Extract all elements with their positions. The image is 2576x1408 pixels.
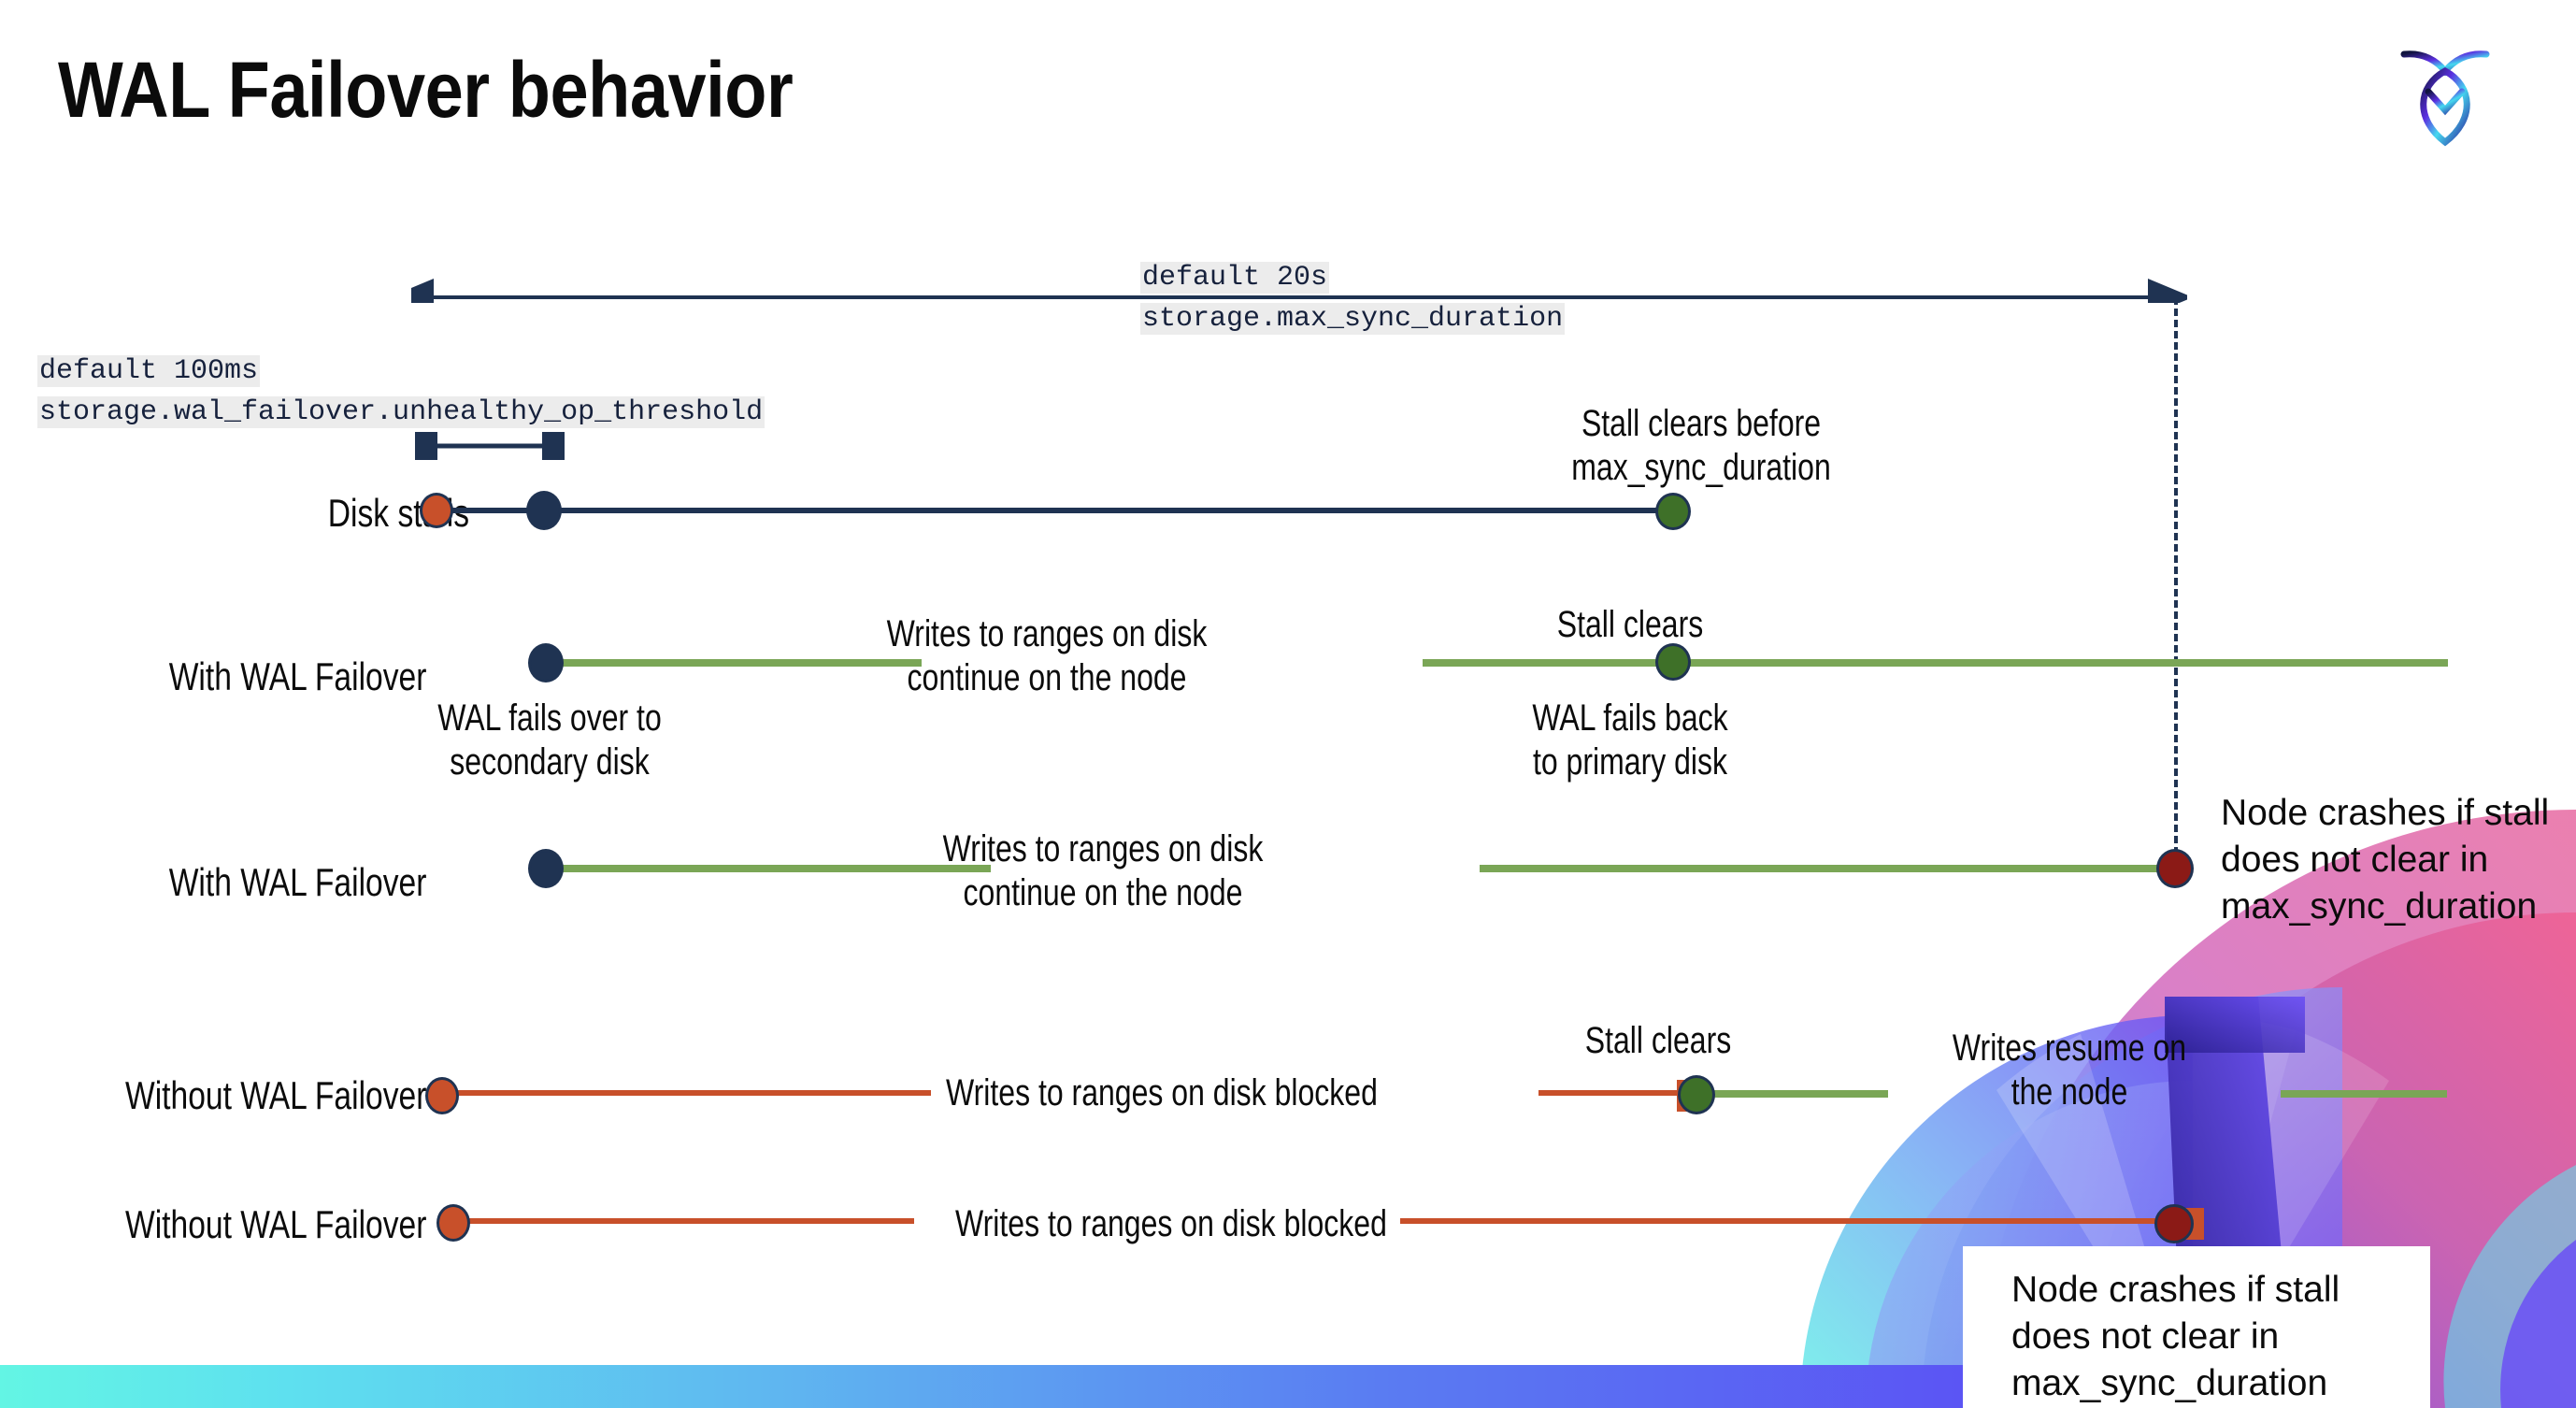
with-wal-failover-2-crash-dot bbox=[2156, 849, 2194, 888]
disk-stall-clear-dot bbox=[1655, 493, 1691, 530]
without-wal-failover-1-track-a bbox=[1710, 1090, 1888, 1098]
with-wal-failover-2-mid-note-line2: continue on the node bbox=[963, 872, 1243, 914]
without-wal-failover-1-blocked-arrow bbox=[441, 1080, 1697, 1112]
without-wal-failover-1-clear-dot bbox=[1678, 1075, 1715, 1114]
with-wal-failover-2-track-b bbox=[1480, 865, 2176, 872]
without-wal-failover-2-blocked-arrow bbox=[452, 1208, 2204, 1240]
with-wal-failover-1-start-note-line1: WAL fails over to bbox=[437, 697, 662, 739]
without-wal-failover-1-track-b bbox=[2281, 1090, 2447, 1098]
with-wal-failover-1-mid-note: Writes to ranges on disk continue on the… bbox=[823, 612, 1271, 700]
with-wal-failover-1-start-note-line2: secondary disk bbox=[450, 741, 650, 783]
with-wal-failover-2-track-a bbox=[548, 865, 991, 872]
with-wal-failover-1-below-note-line1: WAL fails back bbox=[1532, 697, 1728, 739]
bottom-accent-bar bbox=[0, 1365, 2047, 1408]
without-wal-failover-1-above-note: Stall clears bbox=[1584, 1020, 1732, 1061]
disk-stalls-note-line2: max_sync_duration bbox=[1571, 447, 1831, 489]
unhealthy-default-label: default 100ms bbox=[37, 355, 261, 387]
row-label-with-wal-failover-1: With WAL Failover bbox=[168, 654, 427, 698]
max-sync-duration-guide-line bbox=[2174, 297, 2178, 877]
max-sync-duration-arrow bbox=[411, 279, 2187, 303]
disk-stall-start-dot bbox=[420, 493, 453, 528]
with-wal-failover-1-below-note: WAL fails back to primary disk bbox=[1458, 697, 1802, 784]
with-wal-failover-2-crash-note-line3: max_sync_duration bbox=[2221, 885, 2538, 927]
max-sync-default-label: default 20s bbox=[1140, 262, 1330, 294]
without-wal-failover-1-start-dot bbox=[425, 1077, 459, 1114]
with-wal-failover-2-crash-note: Node crashes if stall does not clear in … bbox=[2221, 790, 2549, 930]
without-wal-failover-1-right-note-line2: the node bbox=[2011, 1071, 2128, 1113]
with-wal-failover-1-below-note-line2: to primary disk bbox=[1532, 741, 1728, 783]
with-wal-failover-1-mid-note-line2: continue on the node bbox=[907, 657, 1187, 699]
without-wal-failover-2-crash-note: Node crashes if stall does not clear in … bbox=[2011, 1267, 2340, 1407]
without-wal-failover-1-right-note: Writes resume on the node bbox=[1897, 1027, 2241, 1114]
with-wal-failover-1-start-note: WAL fails over to secondary disk bbox=[374, 697, 725, 784]
unhealthy-threshold-arrow bbox=[415, 432, 565, 460]
with-wal-failover-2-crash-note-line1: Node crashes if stall bbox=[2221, 793, 2550, 833]
with-wal-failover-1-above-note: Stall clears bbox=[1556, 604, 1704, 645]
row-label-without-wal-failover-2: Without WAL Failover bbox=[125, 1202, 427, 1246]
with-wal-failover-1-mid-note-line1: Writes to ranges on disk bbox=[886, 613, 1208, 654]
unhealthy-threshold-annotation: default 100ms storage.wal_failover.unhea… bbox=[37, 352, 766, 433]
with-wal-failover-1-clear-dot bbox=[1655, 643, 1691, 681]
row-label-without-wal-failover-1: Without WAL Failover bbox=[125, 1073, 427, 1117]
without-wal-failover-2-crash-note-line3: max_sync_duration bbox=[2011, 1362, 2328, 1403]
page-title: WAL Failover behavior bbox=[58, 46, 794, 134]
max-sync-duration-annotation: default 20s storage.max_sync_duration bbox=[1140, 258, 1566, 339]
without-wal-failover-1-right-note-line1: Writes resume on bbox=[1952, 1027, 2187, 1069]
with-wal-failover-1-start-dot bbox=[528, 643, 564, 682]
with-wal-failover-1-track-a bbox=[548, 659, 922, 667]
with-wal-failover-2-crash-note-line2: does not clear in bbox=[2221, 839, 2489, 880]
disk-stalls-track bbox=[436, 508, 1679, 513]
without-wal-failover-1-mid-note: Writes to ranges on disk blocked bbox=[946, 1072, 1378, 1113]
unhealthy-setting-label: storage.wal_failover.unhealthy_op_thresh… bbox=[37, 395, 766, 428]
max-sync-setting-label: storage.max_sync_duration bbox=[1140, 302, 1566, 335]
without-wal-failover-2-mid-note: Writes to ranges on disk blocked bbox=[955, 1203, 1387, 1244]
with-wal-failover-2-mid-note-line1: Writes to ranges on disk bbox=[942, 828, 1264, 869]
without-wal-failover-2-crash-note-line2: does not clear in bbox=[2011, 1315, 2280, 1357]
wal-failover-trigger-dot bbox=[526, 491, 562, 530]
without-wal-failover-2-start-dot bbox=[436, 1204, 470, 1242]
without-wal-failover-2-crash-dot bbox=[2154, 1204, 2194, 1243]
with-wal-failover-1-track-b bbox=[1423, 659, 2448, 667]
with-wal-failover-2-mid-note: Writes to ranges on disk continue on the… bbox=[879, 827, 1327, 915]
disk-stalls-note-line1: Stall clears before bbox=[1581, 403, 1822, 444]
with-wal-failover-2-start-dot bbox=[528, 849, 564, 888]
cockroach-labs-logo bbox=[2395, 34, 2496, 150]
bottom-crash-note-card bbox=[1963, 1246, 2430, 1408]
without-wal-failover-2-crash-note-line1: Node crashes if stall bbox=[2011, 1270, 2340, 1310]
disk-stalls-note: Stall clears before max_sync_duration bbox=[1477, 402, 1925, 490]
row-label-with-wal-failover-2: With WAL Failover bbox=[168, 860, 427, 904]
